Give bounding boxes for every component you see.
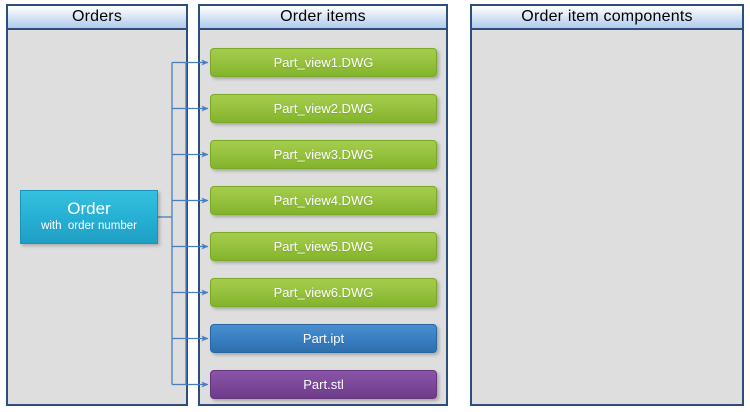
panel-header-orders: Orders: [6, 4, 188, 30]
order-item-label: Part_view4.DWG: [273, 193, 374, 208]
order-item-node[interactable]: Part_view1.DWG: [210, 48, 437, 77]
order-item-node[interactable]: Part_view5.DWG: [210, 232, 437, 261]
panel-title-orders: Orders: [71, 8, 123, 25]
order-item-node[interactable]: Part_view2.DWG: [210, 94, 437, 123]
order-item-node[interactable]: Part.stl: [210, 370, 437, 399]
order-node[interactable]: Order with order number: [20, 190, 158, 244]
panel-title-order-items: Order items: [280, 8, 366, 25]
panel-body-order-item-components: [470, 30, 744, 406]
panel-header-order-item-components: Order item components: [470, 4, 744, 30]
order-item-label: Part_view2.DWG: [273, 101, 374, 116]
order-item-label: Part_view3.DWG: [273, 147, 374, 162]
panel-title-order-item-components: Order item components: [521, 8, 693, 25]
order-item-label: Part.ipt: [302, 331, 345, 346]
panel-header-order-items: Order items: [198, 4, 448, 30]
order-node-subtitle: with order number: [41, 220, 137, 233]
order-item-label: Part_view6.DWG: [273, 285, 374, 300]
order-item-node[interactable]: Part_view6.DWG: [210, 278, 437, 307]
order-item-label: Part.stl: [303, 377, 344, 392]
order-item-node[interactable]: Part_view4.DWG: [210, 186, 437, 215]
order-item-label: Part_view5.DWG: [273, 239, 374, 254]
order-item-label: Part_view1.DWG: [273, 55, 374, 70]
order-item-node[interactable]: Part.ipt: [210, 324, 437, 353]
order-node-title: Order: [67, 199, 111, 219]
order-item-node[interactable]: Part_view3.DWG: [210, 140, 437, 169]
